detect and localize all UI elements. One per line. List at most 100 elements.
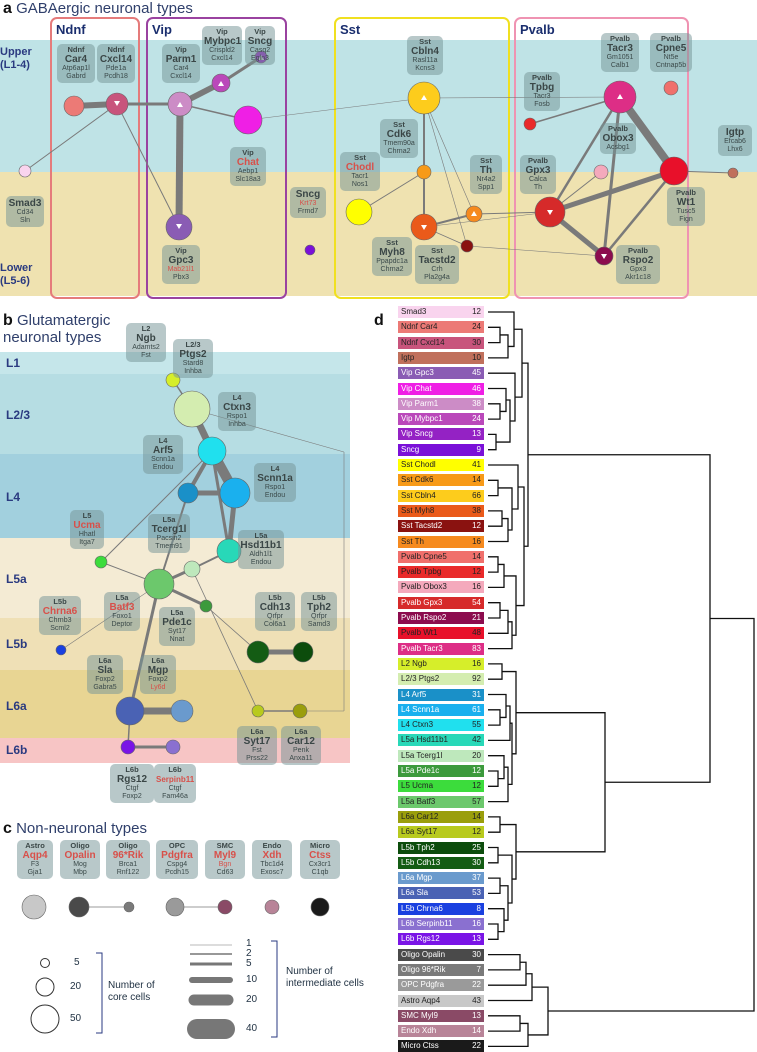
dendro-leaf-count: 12	[472, 521, 481, 531]
dendro-leaf-name: Oligo Opalin	[401, 949, 446, 959]
dendro-leaf-name: L6a Sla	[401, 888, 429, 898]
dendro-leaf-count: 48	[472, 628, 481, 638]
node-micro-ctss	[310, 897, 330, 917]
dendro-branch	[488, 755, 505, 780]
dendro-leaf-count: 22	[472, 1041, 481, 1051]
marker-down-pvalb-rspo2	[601, 254, 607, 259]
dendro-branch	[528, 986, 549, 1036]
dendro-leaf: Oligo Opalin 30	[398, 948, 484, 961]
dendro-leaf-name: Sncg	[401, 444, 420, 454]
dendro-leaf-count: 24	[472, 414, 481, 424]
dendro-leaf-name: Pvalb Tacr3	[401, 643, 443, 653]
dendro-branch	[516, 712, 606, 853]
legend-inter-label-1: 1	[246, 938, 252, 949]
dendro-leaf-count: 53	[472, 888, 481, 898]
size-legend	[30, 940, 278, 1039]
marker-up-vip-mybpc1	[218, 81, 224, 86]
dendro-leaf-count: 38	[472, 505, 481, 515]
node-endo-xdh	[264, 899, 280, 915]
node-oligo-96rik	[123, 901, 135, 913]
dendro-leaf: Pvalb Obox3 16	[398, 581, 484, 594]
group-label-ndnf: Ndnf	[56, 22, 86, 37]
dendro-leaf-count: 16	[472, 536, 481, 546]
dendro-leaf-name: Vip Parm1	[401, 398, 439, 408]
node-l5b-cdh13	[246, 640, 270, 664]
dendro-branch	[488, 693, 507, 719]
dendro-leaf-count: 12	[472, 307, 481, 316]
legend-inter-title: Number of intermediate cells	[286, 966, 364, 989]
dendro-branch	[488, 602, 501, 619]
dendro-leaf-count: 12	[472, 781, 481, 791]
layer-label-l6b: L6b	[6, 743, 28, 757]
dendro-leaf-name: Pvalb Obox3	[401, 582, 447, 592]
group-box-vip	[146, 17, 287, 299]
dendro-leaf-count: 12	[472, 567, 481, 577]
node-l5-ucma	[94, 555, 108, 569]
dendro-leaf-name: L6a Syt17	[401, 827, 438, 837]
dendro-leaf-count: 30	[472, 949, 481, 959]
dendro-branch	[516, 486, 525, 607]
node-l6a-car12	[292, 703, 308, 719]
dendro-leaf-name: Micro Ctss	[401, 1041, 439, 1051]
node-sst-tacstd2	[460, 239, 474, 253]
node-vip-chat	[233, 105, 263, 135]
dendro-leaf-name: SMC Myl9	[401, 1010, 438, 1020]
dendro-branch	[488, 334, 509, 359]
node-l4-arf5	[177, 482, 199, 504]
layer-label-l1: L1	[6, 356, 21, 370]
panel-b-title: b Glutamatergic neuronal types	[3, 312, 111, 346]
dendro-leaf-count: 16	[472, 582, 481, 592]
node-smc-myl9	[217, 899, 233, 915]
band-upper-label: Upper (L1-4)	[0, 46, 32, 71]
dendro-leaf-count: 92	[472, 674, 481, 684]
glut-nodes	[55, 372, 314, 755]
dendro-leaf-count: 13	[472, 1010, 481, 1020]
layer-label-l5b: L5b	[6, 637, 28, 651]
dendro-branch	[488, 816, 501, 833]
dendro-leaf-name: L5a Hsd11b1	[401, 735, 448, 745]
dendro-leaf-count: 14	[472, 551, 481, 561]
marker-down-vip-gpc3	[176, 224, 182, 229]
dendro-branch	[488, 953, 521, 971]
dendro-branch	[488, 663, 503, 680]
dendro-branch	[488, 1022, 529, 1048]
dendro-branch	[488, 372, 516, 422]
layer-label-l4: L4	[6, 490, 21, 504]
band-lower-label: Lower (L5-6)	[0, 262, 33, 287]
legend-inter-label-10: 10	[246, 974, 258, 985]
dendro-branch	[500, 823, 517, 880]
node-l23-ptgs2	[173, 390, 211, 428]
dendro-leaf-name: L4 Arf5	[401, 689, 427, 699]
